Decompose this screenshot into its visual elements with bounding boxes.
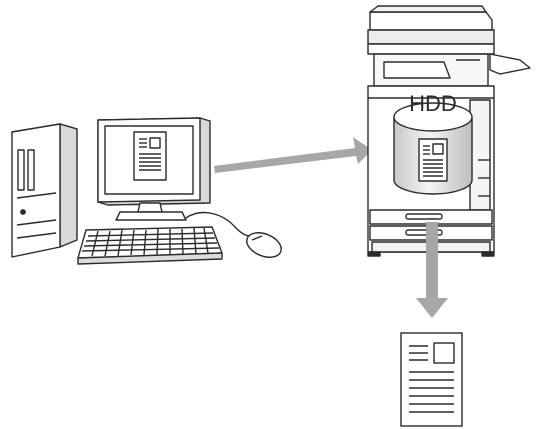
hard-disk-drive-icon <box>393 102 473 195</box>
tower-case-icon <box>11 123 78 258</box>
keyboard-icon <box>77 226 223 265</box>
monitor-document-icon <box>133 131 167 181</box>
monitor-icon <box>97 117 211 221</box>
mouse-icon <box>185 211 282 258</box>
stored-document-icon <box>418 138 448 182</box>
send-arrow <box>214 137 372 173</box>
hdd-label: HDD <box>409 91 457 116</box>
output-tray-icon <box>489 53 531 75</box>
document-icon <box>400 332 463 427</box>
desktop-computer-icon <box>11 117 282 265</box>
document-feeder-icon <box>367 5 495 55</box>
output-arrow <box>416 222 448 318</box>
multifunction-printer-icon <box>367 5 531 257</box>
